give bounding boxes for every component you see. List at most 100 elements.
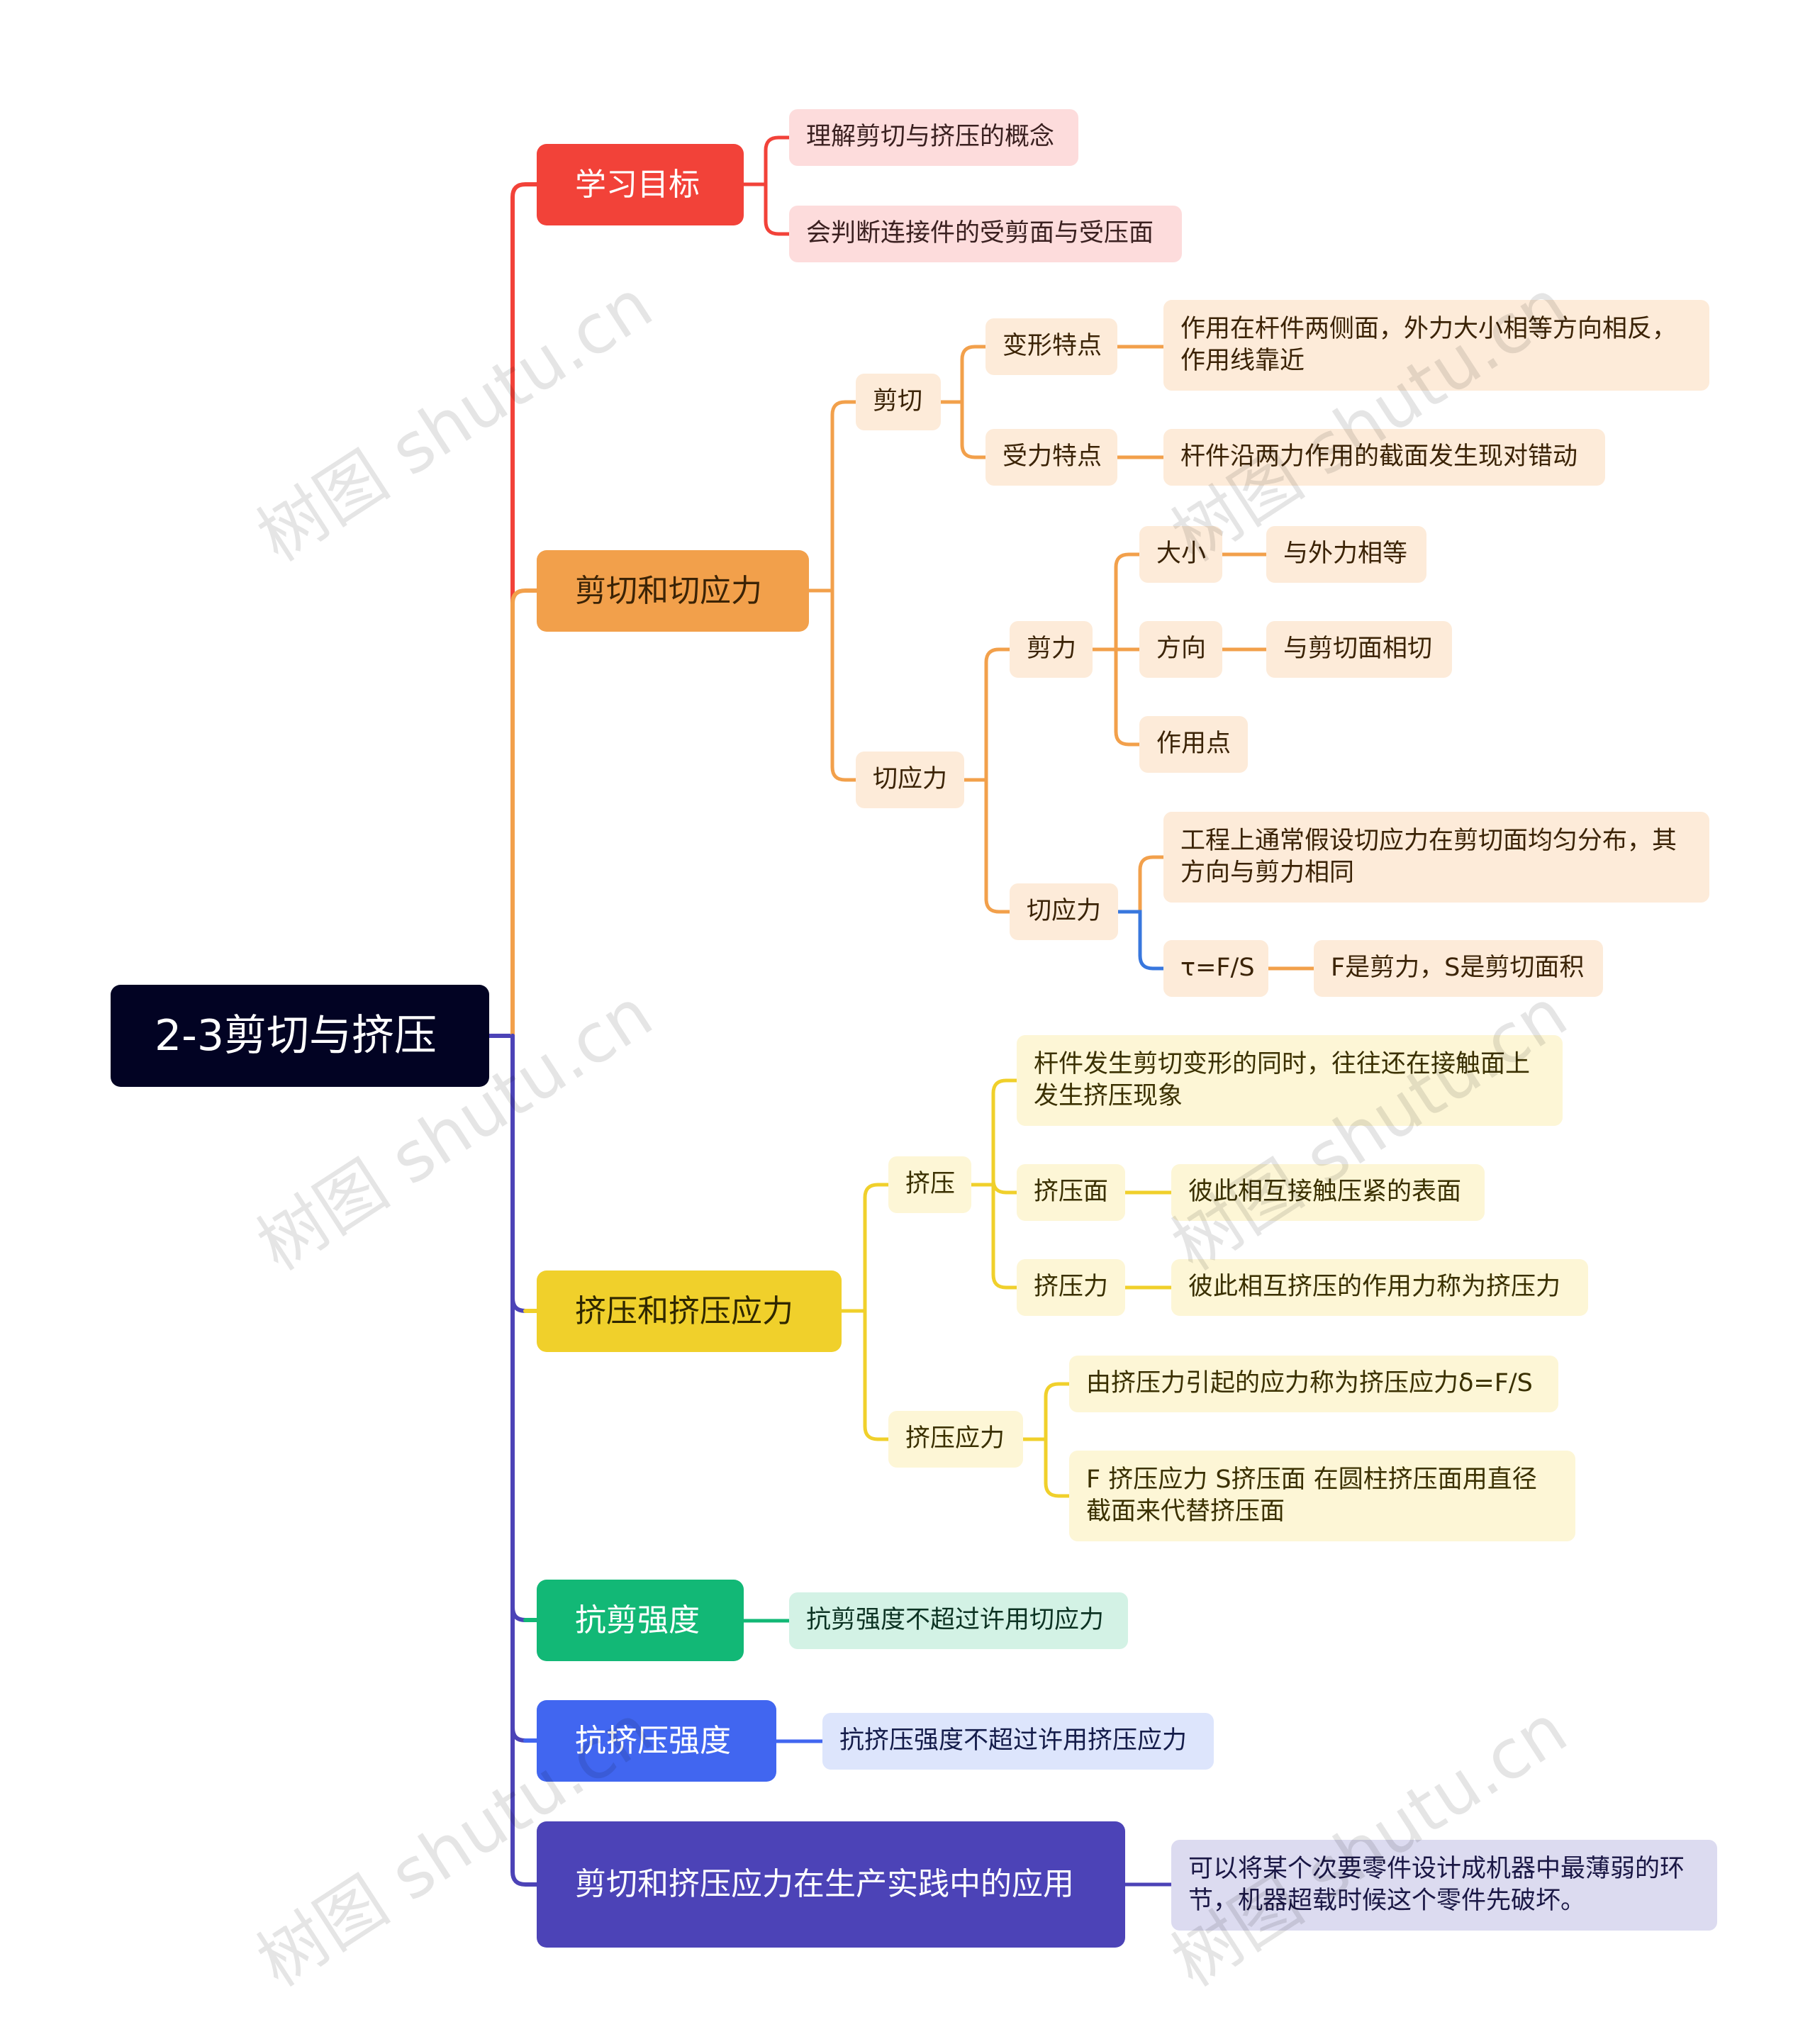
branch-goal-label: 学习目标: [575, 166, 700, 203]
connector-line: [969, 1183, 1019, 1290]
shear-jianli[interactable]: 剪力: [1010, 621, 1093, 678]
squeeze-yingli-text2[interactable]: F 挤压应力 S挤压面 在圆柱挤压面用直径截面来代替挤压面: [1069, 1451, 1575, 1541]
apply-text-content: 可以将某个次要零件设计成机器中最薄弱的环节，机器超载时候这个零件先破坏。: [1188, 1854, 1685, 1916]
connector-line: [962, 647, 1012, 782]
anti-shear-connector: [510, 1034, 539, 1622]
shear-formula-label: τ=F/S: [1180, 954, 1255, 983]
goal-connector: [510, 182, 539, 1038]
shear-qieyingli2-text-content: 工程上通常假设切应力在剪切面均匀分布，其方向与剪力相同: [1180, 826, 1677, 888]
shear-daxiao-text-content: 与外力相等: [1283, 540, 1408, 569]
squeeze-mian[interactable]: 挤压面: [1017, 1164, 1125, 1221]
connector-line: [969, 1078, 1019, 1187]
squeeze-jiya-label: 挤压: [905, 1170, 956, 1199]
anti-shear-text[interactable]: 抗剪强度不超过许用切应力: [789, 1592, 1128, 1649]
connector-line: [1116, 855, 1166, 914]
shear-shouli[interactable]: 受力特点: [985, 429, 1117, 486]
shear-jianqie[interactable]: 剪切: [856, 374, 941, 430]
shear-zuoyongdian-label: 作用点: [1156, 730, 1232, 759]
squeeze-yingli-text1[interactable]: 由挤压力引起的应力称为挤压应力δ=F/S: [1069, 1356, 1558, 1412]
connector-line: [939, 345, 988, 404]
squeeze-li-text[interactable]: 彼此相互挤压的作用力称为挤压力: [1171, 1259, 1588, 1316]
goal-item-1[interactable]: 理解剪切与挤压的概念: [789, 109, 1078, 166]
squeeze-jiya-text[interactable]: 杆件发生剪切变形的同时，往往还在接触面上发生挤压现象: [1017, 1035, 1563, 1126]
anti-squeeze-connector: [510, 1034, 539, 1743]
connector-line: [962, 778, 1012, 914]
goal-item-1-text: 理解剪切与挤压的概念: [806, 123, 1055, 152]
goal-item-2-text: 会判断连接件的受剪面与受压面: [806, 219, 1154, 248]
branch-goal[interactable]: 学习目标: [537, 144, 744, 225]
root-node[interactable]: 2-3剪切与挤压: [111, 985, 489, 1087]
branch-shear[interactable]: 剪切和切应力: [537, 550, 809, 632]
squeeze-mian-text-content: 彼此相互接触压紧的表面: [1188, 1178, 1462, 1207]
shear-jianli-label: 剪力: [1027, 635, 1077, 664]
shear-shouli-label: 受力特点: [1003, 442, 1102, 471]
squeeze-mian-label: 挤压面: [1034, 1178, 1109, 1207]
shear-daxiao-text[interactable]: 与外力相等: [1266, 526, 1426, 583]
connector-line: [807, 588, 858, 782]
anti-shear-text-content: 抗剪强度不超过许用切应力: [806, 1606, 1105, 1635]
shear-qieyingli-label: 切应力: [873, 765, 948, 794]
shear-fangxiang-label: 方向: [1156, 635, 1207, 664]
connector-line: [1021, 1382, 1071, 1441]
connector-line: [969, 1179, 1019, 1195]
apply-text[interactable]: 可以将某个次要零件设计成机器中最薄弱的环节，机器超载时候这个零件先破坏。: [1171, 1840, 1717, 1931]
shear-formula[interactable]: τ=F/S: [1163, 940, 1268, 997]
shear-qieyingli[interactable]: 切应力: [856, 752, 964, 808]
connector-line: [839, 1183, 890, 1313]
shear-daxiao[interactable]: 大小: [1139, 526, 1222, 583]
squeeze-yingli-text1-content: 由挤压力引起的应力称为挤压应力δ=F/S: [1086, 1369, 1533, 1398]
connector-line: [1090, 647, 1141, 747]
squeeze-li[interactable]: 挤压力: [1017, 1259, 1125, 1316]
connector-line: [839, 1309, 890, 1441]
squeeze-jiya[interactable]: 挤压: [888, 1156, 971, 1213]
shear-shouli-text-content: 杆件沿两力作用的截面发生现对错动: [1180, 442, 1578, 471]
connector-line: [1116, 910, 1166, 971]
anti-squeeze-text[interactable]: 抗挤压强度不超过许用挤压应力: [822, 1713, 1214, 1770]
shear-bianxing-label: 变形特点: [1003, 332, 1102, 361]
shear-bianxing[interactable]: 变形特点: [985, 318, 1117, 375]
squeeze-jiya-text-content: 杆件发生剪切变形的同时，往往还在接触面上发生挤压现象: [1034, 1049, 1531, 1111]
shear-shouli-text[interactable]: 杆件沿两力作用的截面发生现对错动: [1163, 429, 1605, 486]
shear-fangxiang-text[interactable]: 与剪切面相切: [1266, 621, 1452, 678]
branch-shear-label: 剪切和切应力: [575, 572, 762, 609]
shear-formula-text[interactable]: F是剪力，S是剪切面积: [1314, 940, 1603, 997]
shear-bianxing-text-content: 作用在杆件两侧面，外力大小相等方向相反，作用线靠近: [1180, 314, 1677, 376]
squeeze-mian-text[interactable]: 彼此相互接触压紧的表面: [1171, 1164, 1485, 1221]
branch-squeeze[interactable]: 挤压和挤压应力: [537, 1270, 842, 1352]
shear-connector: [510, 588, 539, 1038]
apply-connector: [510, 1034, 539, 1887]
connector-line: [742, 182, 791, 236]
branch-apply[interactable]: 剪切和挤压应力在生产实践中的应用: [537, 1821, 1125, 1948]
shear-bianxing-text[interactable]: 作用在杆件两侧面，外力大小相等方向相反，作用线靠近: [1163, 300, 1709, 391]
connector-line: [1021, 1437, 1071, 1498]
shear-daxiao-label: 大小: [1156, 540, 1207, 569]
shear-qieyingli2[interactable]: 切应力: [1010, 883, 1118, 940]
squeeze-connector: [510, 1034, 539, 1313]
shear-zuoyongdian[interactable]: 作用点: [1139, 716, 1248, 773]
shear-fangxiang-text-content: 与剪切面相切: [1283, 635, 1433, 664]
squeeze-yingli-label: 挤压应力: [905, 1424, 1005, 1453]
connector-line: [1090, 552, 1141, 652]
connector-line: [939, 400, 988, 459]
anti-squeeze-text-content: 抗挤压强度不超过许用挤压应力: [839, 1726, 1188, 1755]
squeeze-li-text-content: 彼此相互挤压的作用力称为挤压力: [1188, 1273, 1561, 1302]
branch-anti-shear[interactable]: 抗剪强度: [537, 1580, 744, 1661]
shear-formula-text-content: F是剪力，S是剪切面积: [1331, 954, 1585, 983]
branch-squeeze-label: 挤压和挤压应力: [575, 1292, 793, 1329]
branch-apply-label: 剪切和挤压应力在生产实践中的应用: [575, 1866, 1074, 1903]
branch-anti-squeeze[interactable]: 抗挤压强度: [537, 1700, 776, 1782]
goal-item-2[interactable]: 会判断连接件的受剪面与受压面: [789, 206, 1182, 262]
connector-line: [742, 135, 791, 186]
branch-anti-shear-label: 抗剪强度: [575, 1602, 700, 1638]
connector-line: [807, 400, 858, 593]
shear-qieyingli2-text[interactable]: 工程上通常假设切应力在剪切面均匀分布，其方向与剪力相同: [1163, 812, 1709, 903]
root-label: 2-3剪切与挤压: [155, 1011, 437, 1061]
squeeze-li-label: 挤压力: [1034, 1273, 1109, 1302]
squeeze-yingli[interactable]: 挤压应力: [888, 1411, 1023, 1468]
branch-anti-squeeze-label: 抗挤压强度: [575, 1722, 731, 1759]
squeeze-yingli-text2-content: F 挤压应力 S挤压面 在圆柱挤压面用直径截面来代替挤压面: [1086, 1465, 1537, 1526]
shear-qieyingli2-label: 切应力: [1027, 897, 1102, 926]
shear-fangxiang[interactable]: 方向: [1139, 621, 1222, 678]
